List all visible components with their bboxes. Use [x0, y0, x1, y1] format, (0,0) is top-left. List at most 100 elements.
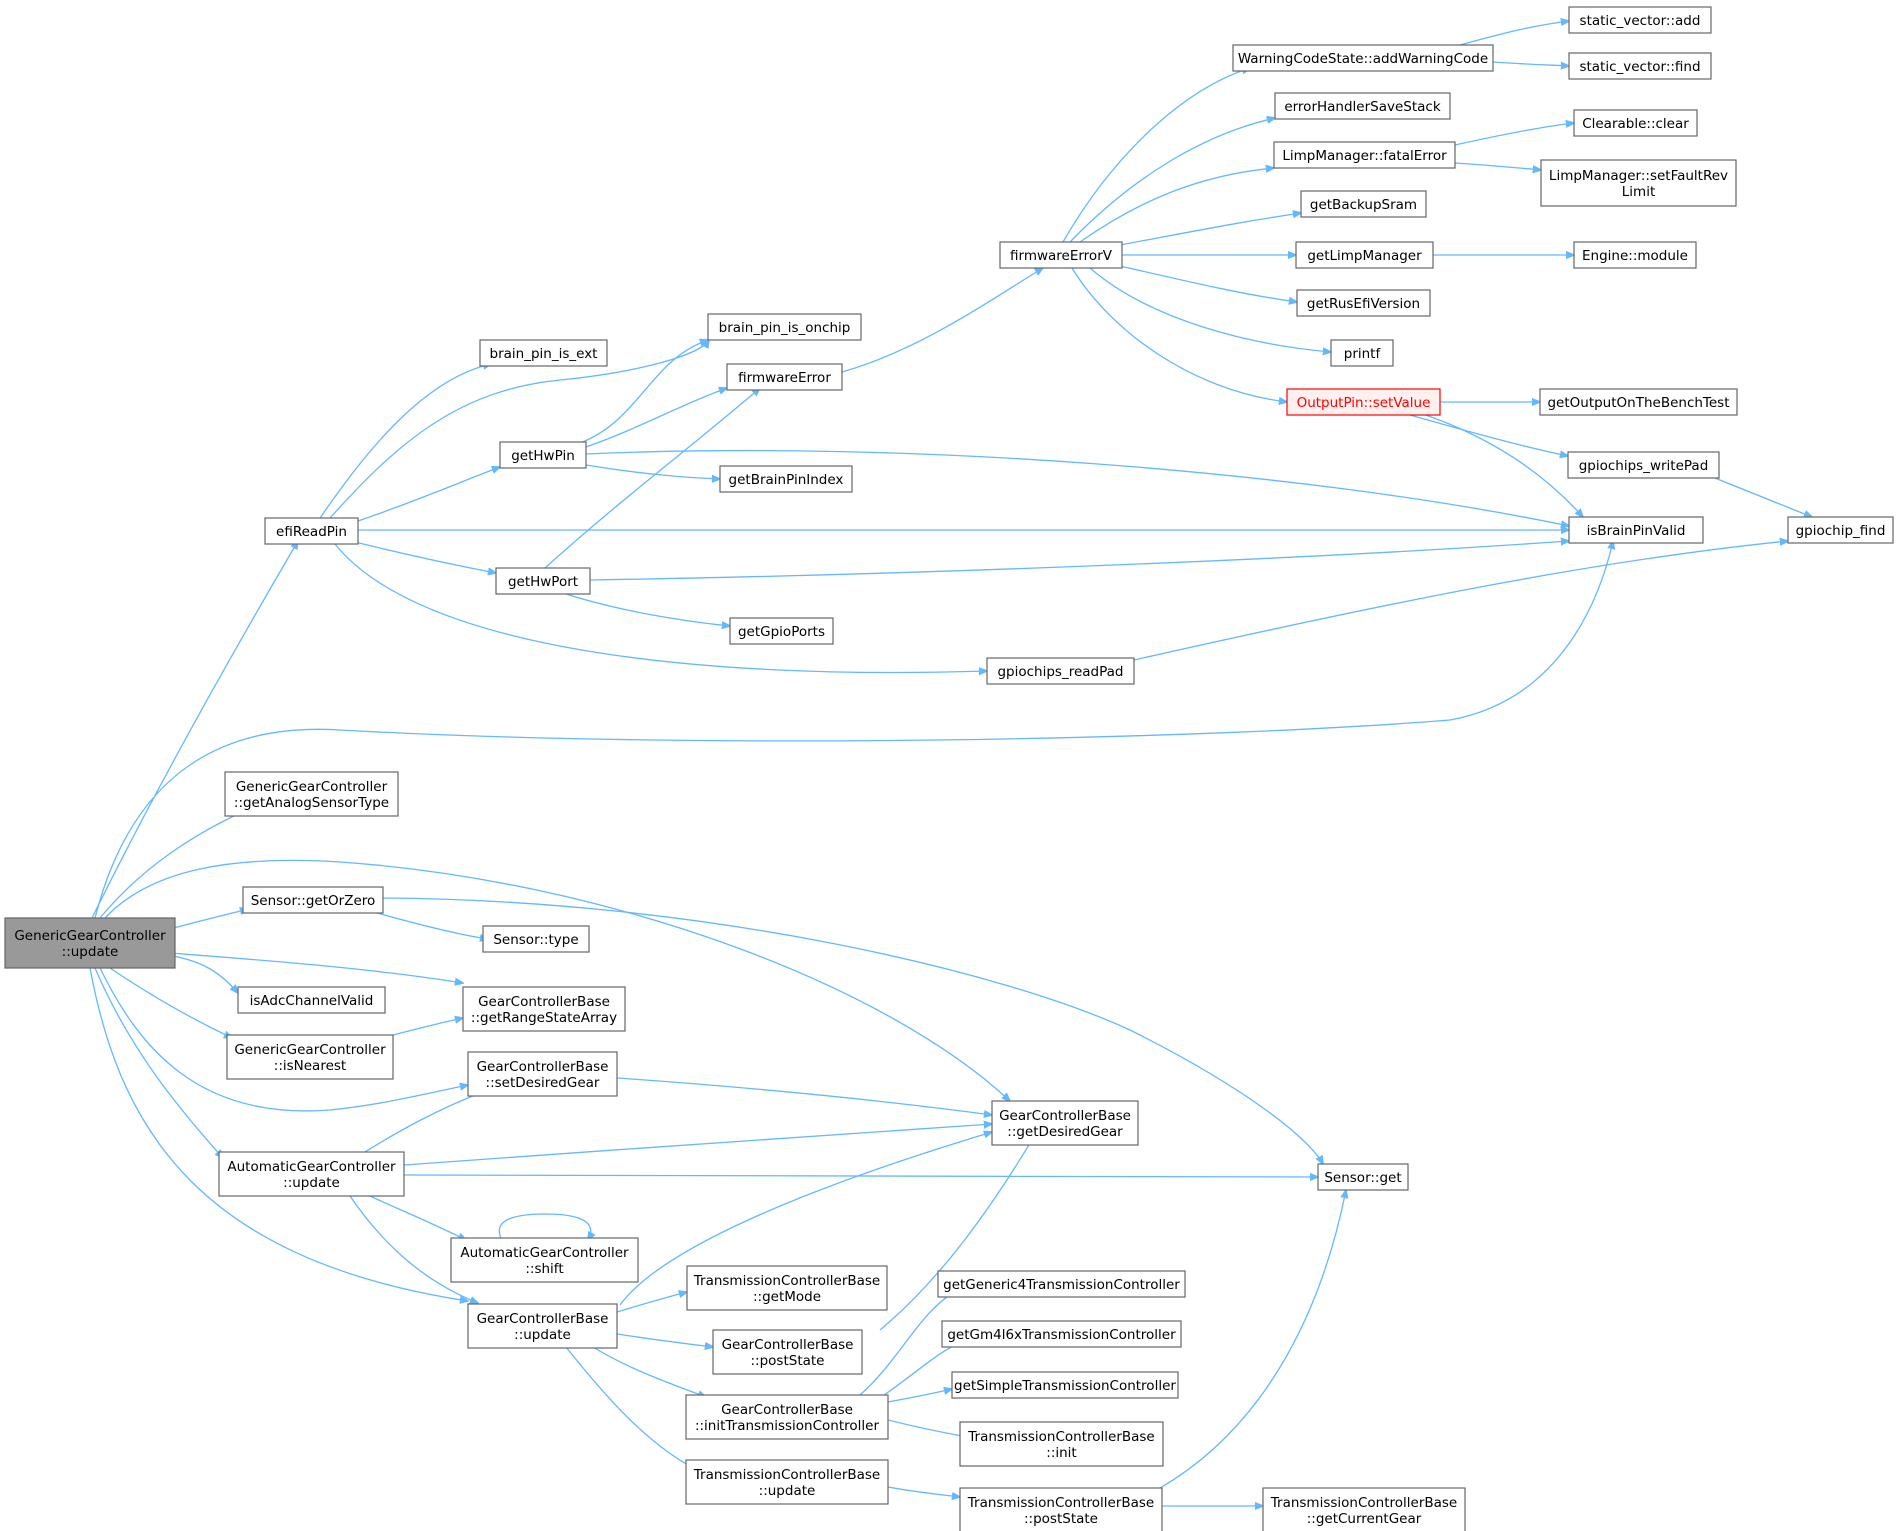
edge-getHwPin-firmwareError — [585, 388, 727, 448]
node-gpiochip-find[interactable]: gpiochip_find — [1787, 516, 1894, 544]
node-gcbpoststate[interactable]: GearControllerBase::postState — [712, 1329, 863, 1375]
edge-efiReadPin-getHwPort — [354, 541, 496, 573]
node-box — [479, 339, 608, 367]
edge-root-isBrainPinValid — [94, 541, 1613, 919]
node-sensortype[interactable]: Sensor::type — [482, 925, 590, 953]
node-getoutputonthebenchtest[interactable]: getOutputOnTheBenchTest — [1539, 388, 1738, 416]
node-label: ::isNearest — [274, 1058, 346, 1074]
node-agcshift[interactable]: AutomaticGearController::shift — [450, 1237, 639, 1283]
node-sv-add[interactable]: static_vector::add — [1568, 6, 1712, 34]
edge-efiReadPin-brain_pin_is_onchip — [329, 340, 709, 519]
node-tcbupdate[interactable]: TransmissionControllerBase::update — [685, 1459, 889, 1505]
node-box — [959, 1487, 1163, 1531]
node-brain-pin-is-ext[interactable]: brain_pin_is_ext — [479, 339, 608, 367]
node-sv-find[interactable]: static_vector::find — [1568, 52, 1712, 80]
node-getrangestatearray[interactable]: GearControllerBase::getRangeStateArray — [462, 986, 626, 1032]
node-label: LimpManager::fatalError — [1282, 148, 1447, 164]
edge-efiReadPin-brain_pin_is_ext — [319, 364, 491, 519]
edge-root-getRangeStateArray — [169, 952, 463, 983]
node-label: Engine::module — [1582, 248, 1688, 264]
node-agcupdate[interactable]: AutomaticGearController::update — [218, 1151, 405, 1197]
node-getgpioports[interactable]: getGpioPorts — [729, 617, 834, 645]
node-label: getSimpleTransmissionController — [954, 1378, 1176, 1394]
node-isbrainpinvalid[interactable]: isBrainPinValid — [1568, 516, 1704, 544]
node-box — [495, 567, 591, 595]
node-getlimpmanager[interactable]: getLimpManager — [1295, 241, 1434, 269]
nodes: GenericGearController::update efiReadPin b… — [4, 6, 1894, 1531]
node-box — [999, 241, 1123, 269]
node-label: brain_pin_is_onchip — [719, 320, 851, 336]
node-getdesiredgear[interactable]: GearControllerBase::getDesiredGear — [991, 1100, 1139, 1146]
node-label: TransmissionControllerBase — [967, 1495, 1155, 1511]
node-inittc[interactable]: GearControllerBase::initTransmissionCont… — [685, 1394, 889, 1440]
node-clearable[interactable]: Clearable::clear — [1573, 109, 1698, 137]
edge-gcb-initTC — [584, 1341, 706, 1397]
node-setdesiredgear[interactable]: GearControllerBase::setDesiredGear — [467, 1051, 618, 1097]
node-gpiochips-writepad[interactable]: gpiochips_writePad — [1567, 451, 1720, 479]
edge-root-isAdcChannelValid — [169, 954, 238, 993]
node-box — [1567, 451, 1720, 479]
node-box — [1262, 1487, 1466, 1531]
node-gethwport[interactable]: getHwPort — [495, 567, 591, 595]
node-box — [1573, 109, 1698, 137]
node-tcbgetmode[interactable]: TransmissionControllerBase::getMode — [686, 1265, 888, 1311]
node-label: ::getAnalogSensorType — [234, 795, 389, 811]
node-label: ::update — [283, 1175, 340, 1191]
node-label: getOutputOnTheBenchTest — [1547, 395, 1729, 411]
edge-root-agcUpdate — [94, 967, 223, 1158]
node-gpiochips-readpad[interactable]: gpiochips_readPad — [986, 657, 1135, 685]
node-firmwareerror[interactable]: firmwareError — [726, 363, 843, 391]
edge-root-setDesiredGear — [99, 967, 468, 1112]
node-label: AutomaticGearController — [227, 1159, 396, 1175]
node-gethwpin[interactable]: getHwPin — [499, 441, 587, 469]
node-efireadpin[interactable]: efiReadPin — [264, 517, 359, 545]
node-label: GenericGearController — [14, 928, 166, 944]
node-errorhandlersavestack[interactable]: errorHandlerSaveStack — [1274, 92, 1451, 120]
node-tcbgetcurrentgear[interactable]: TransmissionControllerBase::getCurrentGe… — [1262, 1487, 1466, 1531]
node-getrusefiversion[interactable]: getRusEfiVersion — [1296, 289, 1431, 317]
node-getbrainpinindex[interactable]: getBrainPinIndex — [719, 465, 853, 493]
node-box — [686, 1265, 888, 1311]
node-addwarningcode[interactable]: WarningCodeState::addWarningCode — [1232, 44, 1494, 72]
node-label: Sensor::get — [1324, 1170, 1401, 1186]
node-brain-pin-is-onchip[interactable]: brain_pin_is_onchip — [707, 313, 862, 341]
node-setvalue[interactable]: OutputPin::setValue — [1286, 388, 1441, 416]
node-label: getRusEfiVersion — [1307, 296, 1420, 312]
node-getgeneric4[interactable]: getGeneric4TransmissionController — [937, 1270, 1186, 1298]
node-box — [1539, 388, 1738, 416]
node-label: GearControllerBase — [478, 994, 610, 1010]
edge-gcb-tcbUpdate — [561, 1341, 706, 1474]
node-fatalerror[interactable]: LimpManager::fatalError — [1273, 141, 1456, 169]
node-getorzero[interactable]: Sensor::getOrZero — [242, 886, 384, 914]
edge-gcb-gdg — [619, 1132, 992, 1306]
node-getsimple[interactable]: getSimpleTransmissionController — [951, 1371, 1179, 1399]
node-isadcchannelvalid[interactable]: isAdcChannelValid — [237, 986, 386, 1014]
node-label: gpiochips_readPad — [997, 664, 1123, 680]
node-enginemodule[interactable]: Engine::module — [1573, 241, 1697, 269]
node-sensorget[interactable]: Sensor::get — [1317, 1163, 1409, 1191]
node-getanalogsensortype[interactable]: GenericGearController::getAnalogSensorTy… — [224, 771, 399, 817]
node-label: gpiochips_writePad — [1579, 458, 1709, 474]
node-box — [986, 657, 1135, 685]
node-label: getGpioPorts — [738, 624, 825, 640]
node-tcbpoststate[interactable]: TransmissionControllerBase::postState — [959, 1487, 1163, 1531]
node-getgm4l6x[interactable]: getGm4l6xTransmissionController — [941, 1320, 1182, 1348]
node-getbackupsram[interactable]: getBackupSram — [1300, 190, 1427, 218]
edges — [89, 21, 1812, 1506]
node-firmwareerrorv[interactable]: firmwareErrorV — [999, 241, 1123, 269]
node-tcbinit[interactable]: TransmissionControllerBase::init — [959, 1421, 1164, 1467]
node-gcbupdate[interactable]: GearControllerBase::update — [467, 1303, 618, 1349]
node-box — [1568, 516, 1704, 544]
node-box — [1317, 1163, 1409, 1191]
edge-tu-tps — [887, 1486, 960, 1497]
edge-root-gcbUpdate — [89, 967, 468, 1301]
node-box — [264, 517, 359, 545]
edge-readPad-gpiochip_find — [1133, 541, 1788, 661]
node-printf[interactable]: printf — [1330, 339, 1394, 367]
edge-itc-generic4 — [859, 1290, 958, 1396]
node-label: GearControllerBase — [477, 1059, 609, 1075]
node-isnearest[interactable]: GenericGearController::isNearest — [226, 1034, 394, 1080]
node-box — [226, 1034, 394, 1080]
edge-root-isNearest — [109, 967, 232, 1038]
